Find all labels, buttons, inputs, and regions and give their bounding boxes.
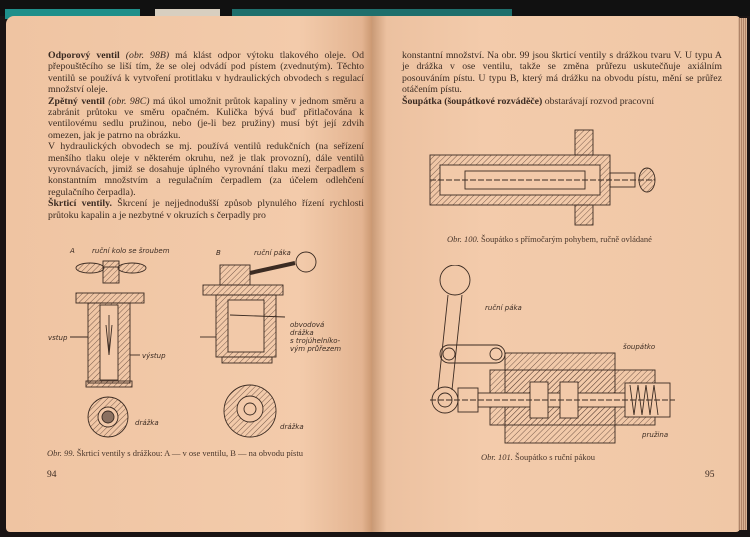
caption-number: Obr. 101. [481,452,513,462]
cover-strip [155,9,220,19]
label-a: A [69,247,75,255]
label-groove-desc: obvodová [290,321,324,329]
term: Škrticí ventily. [48,198,112,210]
paragraph: V hydraulických obvodech se mj. používá … [48,141,364,198]
label-lever: ruční páka [485,304,522,312]
figure-101-drawing: ruční páka šoupátko pružina [430,265,675,444]
figure-100-drawing [429,129,656,226]
right-page [372,16,740,532]
paragraph: Šoupátka (šoupátkové rozváděče) obstaráv… [402,96,722,107]
label-groove: drážka [135,419,159,427]
caption-number: Obr. 99. [47,448,75,458]
label-outlet: výstup [142,352,166,360]
right-body-text: konstantní množství. Na obr. 99 jsou škr… [402,50,722,107]
paragraph-text: V hydraulických obvodech se mj. používá … [48,141,364,198]
paragraph-text: má úkol umožnit průtok kapaliny v jednom… [48,95,364,141]
paragraph-text: konstantní množství. Na obr. 99 jsou škr… [402,50,722,96]
label-inlet: vstup [48,334,68,342]
figure-101-caption: Obr. 101. Šoupátko s ruční pákou [481,452,595,462]
label-lever: ruční páka [254,249,291,257]
figure-99-drawing: A ruční kolo se šroubem B ruční páka vst… [48,247,341,438]
left-page [6,16,373,532]
label-spool: šoupátko [623,343,655,351]
paragraph: Škrticí ventily. Škrcení je nejjednodušš… [48,198,364,221]
term: Odporový ventil [48,50,120,61]
term: Šoupátka (šoupátkové rozváděče) [402,95,543,107]
paragraph: Zpětný ventil (obr. 98C) má úkol umožnit… [48,96,364,142]
figure-99-caption: Obr. 99. Škrticí ventily s drážkou: A — … [47,448,303,458]
caption-text: Šoupátko s ruční pákou [512,452,596,462]
label-handwheel: ruční kolo se šroubem [92,247,170,255]
paragraph-text: obstarávají rozvod pracovní [542,95,655,107]
paragraph: konstantní množství. Na obr. 99 jsou škr… [402,50,722,96]
cover-strip [232,9,512,19]
label-spring: pružina [641,431,668,439]
caption-text: Šoupátko s přímočarým pohybem, ručně ovl… [478,234,652,244]
page-number: 95 [705,470,715,480]
caption-number: Obr. 100. [447,234,479,244]
figure-ref: (obr. 98B) [125,50,170,61]
figure-100-caption: Obr. 100. Šoupátko s přímočarým pohybem,… [447,234,652,244]
cover-strip [5,9,140,19]
term: Zpětný ventil [48,95,105,107]
label-groove-desc: drážka [290,329,314,337]
left-body-text: Odporový ventil (obr. 98B) má klást odpo… [48,50,364,221]
paragraph: Odporový ventil (obr. 98B) má klást odpo… [48,50,364,96]
figure-ref: (obr. 98C) [108,95,150,107]
label-groove-desc: s trojúhelníko- [290,337,341,345]
label-groove-desc: vým průřezem [290,345,341,353]
label-groove: drážka [280,423,304,431]
page-edges [738,18,747,530]
caption-text: Škrticí ventily s drážkou: A — v ose ven… [74,448,303,458]
label-b: B [216,249,221,257]
page-number: 94 [47,470,57,480]
paragraph-text: Škrcení je nejjednodušší způsob plynuléh… [48,198,364,221]
paragraph-text: má klást odpor výtoku tlakového oleje. O… [48,50,365,96]
